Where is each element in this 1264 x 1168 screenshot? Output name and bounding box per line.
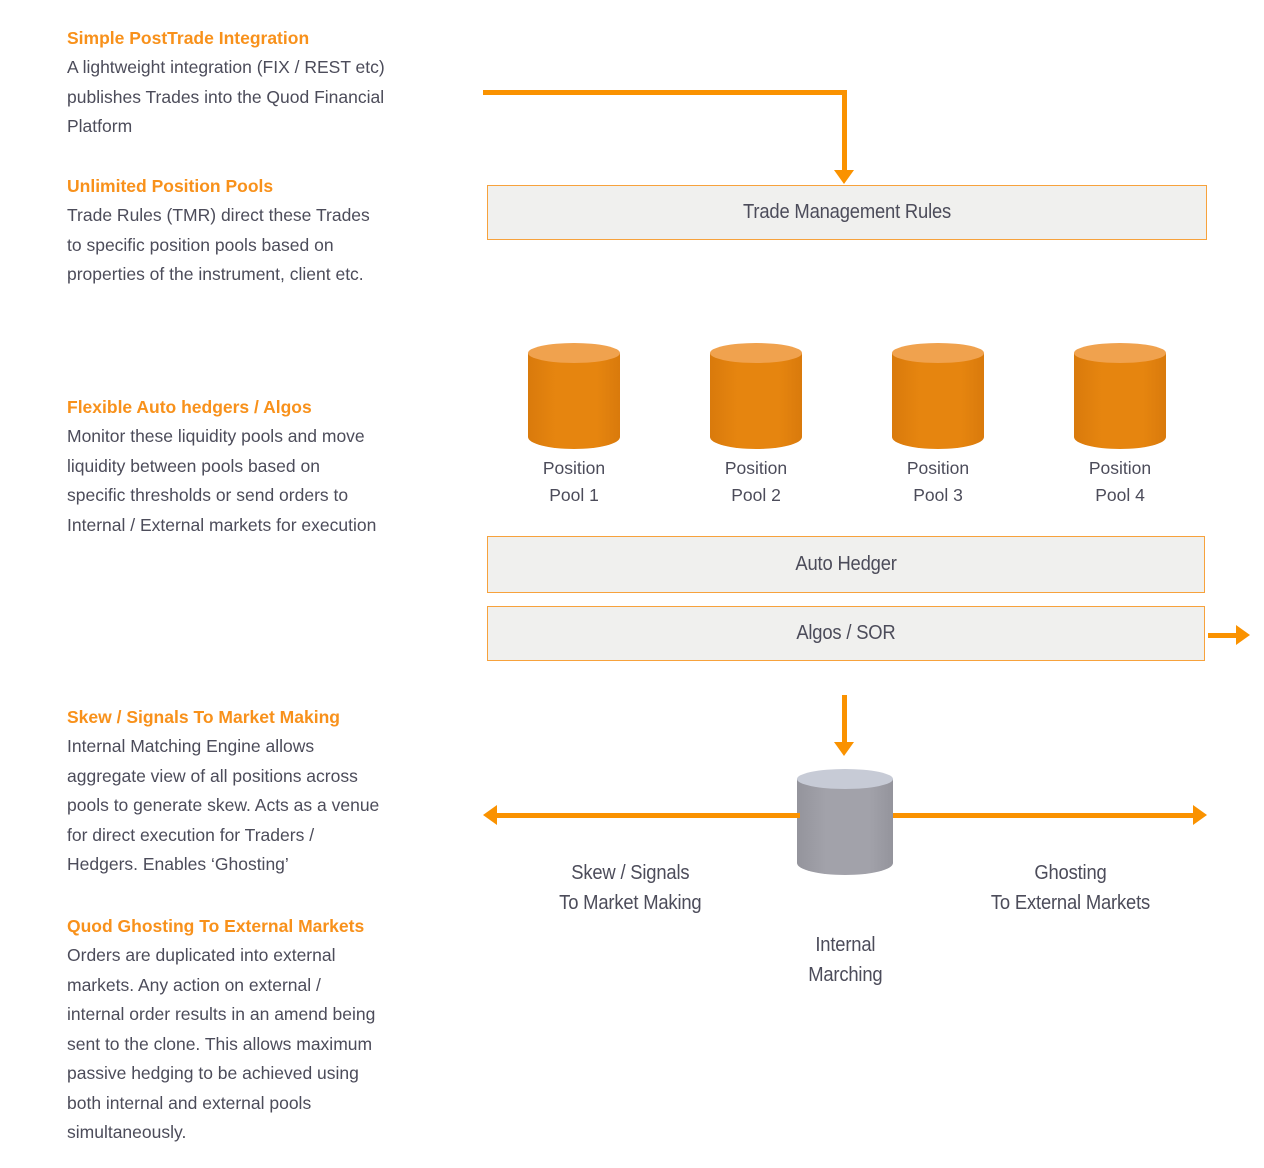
skew-signals-label-text: Skew / Signals To Market Making [559,862,702,914]
annotation-body: Trade Rules (TMR) direct these Trades to… [67,205,370,284]
ghosting-label: Ghosting To External Markets [965,828,1175,918]
position-pool-1-label: Position Pool 1 [542,458,606,505]
arrow-down-icon [834,742,854,756]
ghosting-line [893,813,1193,818]
annotation-heading: Flexible Auto hedgers / Algos [67,397,312,417]
position-pool-3-cylinder-icon [892,343,984,449]
trade-management-rules-label: Trade Management Rules [742,201,952,223]
ghosting-label-text: Ghosting To External Markets [990,862,1150,914]
annotation-heading: Skew / Signals To Market Making [67,707,340,727]
position-pool-4-cylinder-icon [1074,343,1166,449]
cylinder-top [528,343,620,363]
arrow-right-icon [1236,625,1250,645]
auto-hedger-label: Auto Hedger [795,553,897,575]
annotation-heading: Quod Ghosting To External Markets [67,916,365,936]
annotation-flexible-auto-hedgers: Flexible Auto hedgers / Algos Monitor th… [67,392,465,540]
auto-hedger-box: Auto Hedger [487,536,1205,593]
cylinder-top [892,343,984,363]
internal-matching-cylinder-icon [797,769,893,875]
annotation-body: Monitor these liquidity pools and move l… [67,426,377,535]
position-pool-2-cylinder-icon [710,343,802,449]
annotation-heading: Simple PostTrade Integration [67,28,310,48]
annotation-body: Internal Matching Engine allows aggregat… [67,736,380,874]
algos-sor-label: Algos / SOR [796,622,896,644]
position-pool-3-label: Position Pool 3 [906,458,970,505]
arrow-down-icon [834,170,854,184]
position-pool-4-label: Position Pool 4 [1088,458,1152,505]
to-internal-matching-line [842,695,847,743]
arrow-right-icon [1193,805,1207,825]
connector-horizontal-line [483,90,847,95]
arrow-left-icon [483,805,497,825]
cylinder-body [710,353,802,449]
position-pool-1-cylinder-icon [528,343,620,449]
annotation-unlimited-position-pools: Unlimited Position Pools Trade Rules (TM… [67,171,465,290]
cylinder-body [528,353,620,449]
cylinder-body [1074,353,1166,449]
skew-signals-label: Skew / Signals To Market Making [528,828,733,918]
internal-matching-label-text: Internal Marching [807,934,883,986]
annotation-heading: Unlimited Position Pools [67,176,274,196]
algos-external-arrow-line [1208,633,1236,638]
annotation-quod-ghosting: Quod Ghosting To External Markets Orders… [67,911,465,1148]
cylinder-body [797,779,893,875]
cylinder-top [710,343,802,363]
cylinder-body [892,353,984,449]
annotation-skew-signals: Skew / Signals To Market Making Internal… [67,702,465,880]
algos-sor-box: Algos / SOR [487,606,1205,661]
connector-vertical-line [842,90,847,172]
position-pool-2-label: Position Pool 2 [724,458,788,505]
skew-signals-line [497,813,800,818]
internal-matching-label: Internal Marching [765,900,925,990]
annotation-body: Orders are duplicated into external mark… [67,945,376,1142]
cylinder-top [1074,343,1166,363]
annotation-simple-posttrade-integration: Simple PostTrade Integration A lightweig… [67,23,465,142]
cylinder-top [797,769,893,789]
trade-management-rules-box: Trade Management Rules [487,185,1207,240]
annotation-body: A lightweight integration (FIX / REST et… [67,57,385,136]
